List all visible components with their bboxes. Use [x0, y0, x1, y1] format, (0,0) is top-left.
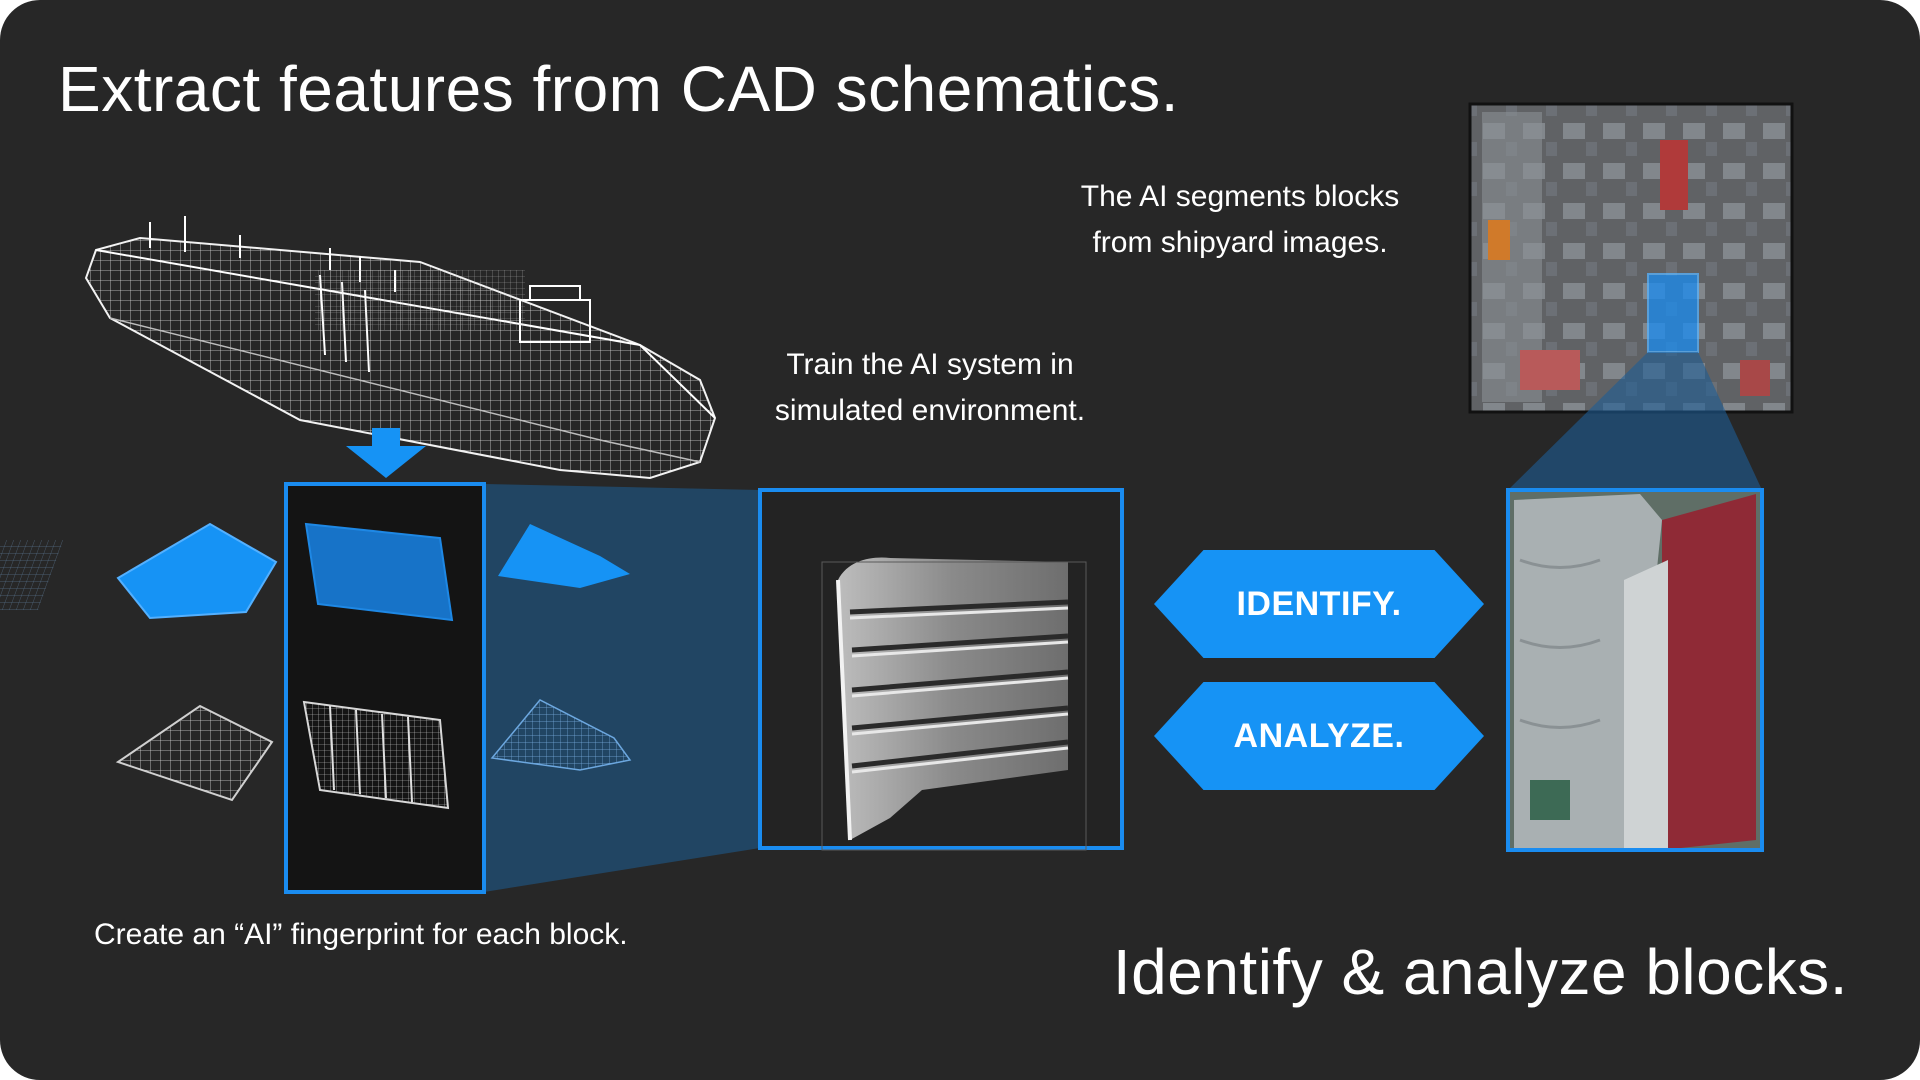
wire-block-ribs: [329, 705, 413, 803]
blue-panel-left: [116, 522, 278, 620]
zoomed-block-photo: [1506, 488, 1764, 852]
projection-segment-to-zoom: [1508, 352, 1762, 490]
caption-train-line2: simulated environment.: [774, 394, 1086, 427]
caption-train-line1: Train the AI system in: [786, 348, 1074, 381]
wire-hull-block: [490, 699, 632, 771]
simulated-block: [821, 557, 1087, 851]
arrow-down-icon: [346, 428, 426, 478]
caption-segment-line1: The AI segments blocks: [1080, 180, 1400, 213]
projection-fingerprint-to-sim: [484, 484, 760, 892]
analyze-button[interactable]: ANALYZE.: [1154, 682, 1484, 790]
caption-fingerprint: Create an “AI” fingerprint for each bloc…: [94, 918, 628, 951]
slide-subtitle: Identify & analyze blocks.: [1112, 936, 1848, 1008]
ship-wireframe: [84, 216, 717, 480]
blue-hull-block: [498, 524, 630, 588]
blue-block-solid: [304, 522, 454, 622]
slide-title: Extract features from CAD schematics.: [58, 53, 1180, 125]
identify-button[interactable]: IDENTIFY.: [1154, 550, 1484, 658]
caption-segment: The AI segments blocks from shipyard ima…: [1060, 174, 1420, 266]
caption-train: Train the AI system in simulated environ…: [750, 342, 1110, 434]
caption-segment-line2: from shipyard images.: [1092, 226, 1388, 259]
shipyard-aerial-image: [1468, 102, 1794, 414]
wire-panel-left: [115, 704, 274, 802]
